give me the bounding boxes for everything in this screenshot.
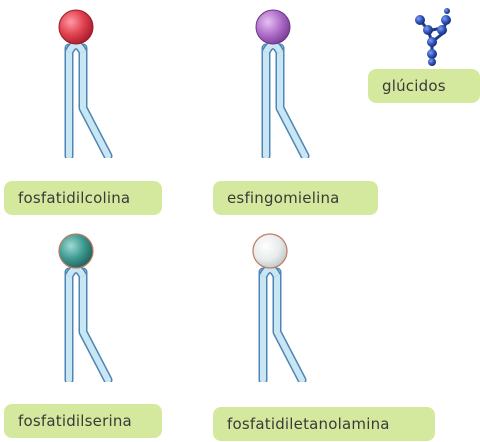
phosphatidylethanolamine-molecule — [220, 232, 330, 382]
sphingomyelin-label: esfingomielina — [213, 181, 378, 215]
phospholipid-icon — [26, 232, 136, 382]
phosphatidylcholine-label: fosfatidilcolina — [4, 181, 162, 215]
phospholipid-icon — [223, 8, 333, 158]
phospholipid-icon — [26, 8, 136, 158]
glycide-chain-icon — [412, 8, 452, 66]
glycides-label: glúcidos — [368, 69, 480, 103]
phosphatidylserine-label: fosfatidilserina — [4, 404, 162, 438]
phosphatidylserine-molecule — [26, 232, 136, 382]
sphingomyelin-molecule — [223, 8, 333, 158]
phospholipid-icon — [220, 232, 330, 382]
phosphatidylcholine-molecule — [26, 8, 136, 158]
phosphatidylethanolamine-label: fosfatidiletanolamina — [213, 407, 435, 441]
